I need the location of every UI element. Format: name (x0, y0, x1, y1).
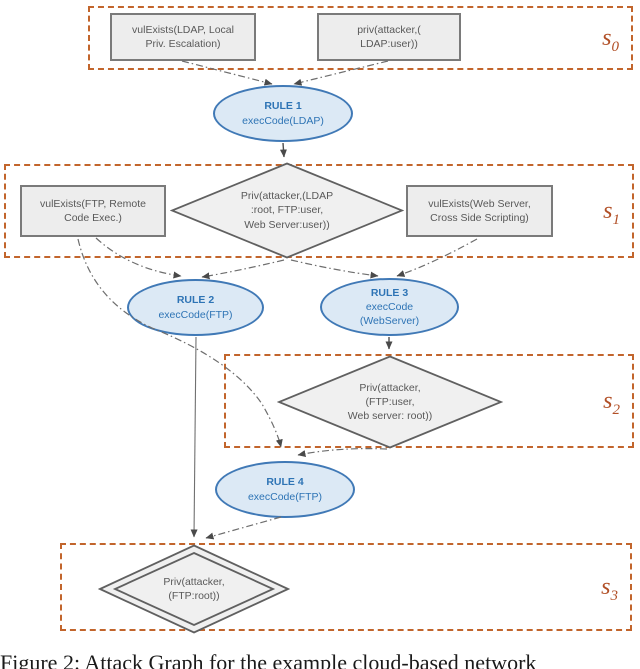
edge-rule2-to-diamond-s3 (190, 336, 198, 538)
state-label-s3: s3 (601, 574, 618, 603)
state-label-letter: s (601, 574, 611, 600)
node-rule-3: RULE 3 execCode (WebServer) (320, 278, 459, 336)
rule-body: execCode(FTP) (158, 308, 233, 321)
state-label-s0: s0 (602, 25, 619, 54)
figure-caption: Figure 2: Attack Graph for the example c… (0, 650, 537, 669)
rule-body: execCode (WebServer) (359, 300, 420, 328)
diamond-shape (277, 355, 503, 449)
rule-body: execCode(FTP) (247, 490, 323, 503)
state-box-s1: s1 (4, 164, 634, 258)
state-label-subscript: 0 (611, 38, 620, 55)
state-label-subscript: 2 (612, 401, 621, 418)
edge-rule4-to-diamond-s3 (205, 516, 282, 540)
node-priv-diamond-s1: Priv(attacker,(LDAP :root, FTP:user, Web… (170, 162, 404, 259)
state-label-letter: s (602, 25, 612, 51)
node-vulexists-webserver: vulExists(Web Server, Cross Side Scripti… (406, 185, 553, 237)
node-vulexists-ftp: vulExists(FTP, Remote Code Exec.) (20, 185, 166, 237)
edge-rule1-to-diamond-s1 (279, 142, 287, 158)
node-vulexists-ldap: vulExists(LDAP, Local Priv. Escalation) (110, 13, 256, 61)
diamond-text: Priv(attacker, (FTP:user, Web server: ro… (347, 381, 433, 423)
node-rule-4: RULE 4 execCode(FTP) (215, 461, 355, 518)
node-rule-2: RULE 2 execCode(FTP) (127, 279, 264, 336)
node-priv-diamond-s2: Priv(attacker, (FTP:user, Web server: ro… (277, 355, 503, 449)
state-label-s1: s1 (603, 198, 620, 227)
state-label-letter: s (603, 198, 613, 224)
state-label-subscript: 1 (612, 211, 621, 228)
state-label-letter: s (603, 388, 613, 414)
rule-title: RULE 4 (266, 476, 304, 489)
node-rule-1: RULE 1 execCode(LDAP) (213, 85, 353, 142)
diamond-text: Priv(attacker, (FTP:root)) (163, 575, 225, 602)
node-priv-attacker-ldap-user: priv(attacker,( LDAP:user)) (317, 13, 461, 61)
state-label-s2: s2 (603, 388, 620, 417)
edge-diamond-s2-to-rule4 (297, 448, 388, 457)
edge-diamond-s1-to-rule2 (201, 259, 285, 280)
state-box-s3: s3 (60, 543, 632, 631)
rule-body: execCode(LDAP) (242, 114, 324, 127)
diamond-shape (170, 162, 404, 259)
node-priv-diamond-s3-goal: Priv(attacker, (FTP:root)) (98, 544, 290, 634)
state-label-subscript: 3 (610, 587, 619, 604)
rule-title: RULE 3 (370, 286, 409, 299)
double-diamond-shape (98, 544, 290, 634)
edge-diamond-s1-to-rule3 (290, 259, 379, 279)
rule-title: RULE 2 (176, 294, 215, 307)
rule-title: RULE 1 (264, 100, 302, 113)
diamond-text: Priv(attacker,(LDAP :root, FTP:user, Web… (240, 190, 334, 231)
